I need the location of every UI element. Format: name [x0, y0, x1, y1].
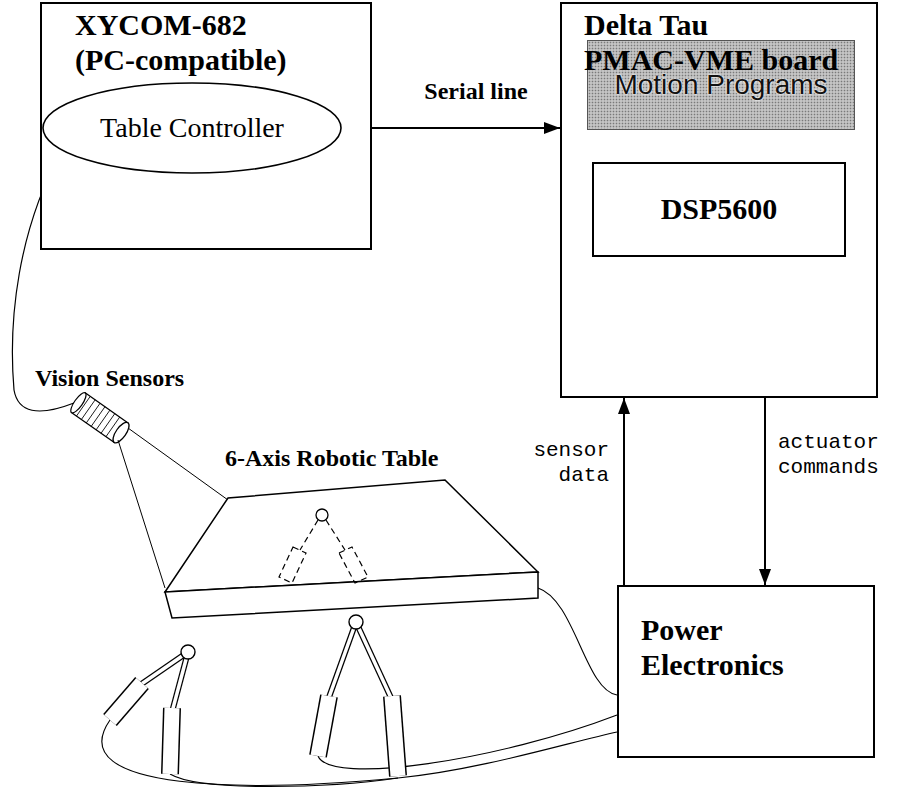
node-text: Power Electronics [641, 613, 811, 682]
table-label: 6‑Axis Robotic Table [225, 444, 438, 473]
computer-box: XYCOM‑682 (PC‑compatible) Table Controlle… [40, 2, 372, 250]
signal-label: actuator commands [778, 430, 893, 480]
camera-icon [68, 391, 132, 446]
edge-label-holder: actuator commands [778, 430, 893, 480]
signal-arrow [623, 398, 625, 585]
board-box: Delta Tau PMAC‑VME boardMotion ProgramsD… [560, 2, 878, 398]
sensor-label: Vision Sensors [35, 364, 184, 393]
signal-label: Serial line [424, 77, 527, 106]
software-ellipse: Table Controller [42, 82, 342, 174]
view-ray [128, 428, 228, 500]
node-text: DSP5600 [661, 192, 778, 227]
edge-label-holder: sensor data [519, 438, 609, 488]
signal-arrow [342, 127, 560, 129]
signal-arrow [764, 398, 766, 585]
ellipse-shape [43, 83, 341, 173]
signal-label: sensor data [519, 438, 609, 488]
node-text: Delta Tau PMAC‑VME board [584, 8, 866, 77]
robotic-table [110, 480, 538, 776]
label-holder: 6‑Axis Robotic Table [225, 444, 438, 473]
node-text: Table Controller [100, 112, 284, 144]
processor-box: DSP5600 [592, 162, 846, 257]
node-text: XYCOM‑682 (PC‑compatible) [75, 8, 307, 77]
label-holder: Vision Sensors [35, 364, 184, 393]
view-ray [118, 440, 165, 588]
edge-label-holder: Serial line [424, 77, 527, 106]
node-text: Motion Programs [614, 69, 827, 101]
power-box: Power Electronics [617, 585, 875, 758]
